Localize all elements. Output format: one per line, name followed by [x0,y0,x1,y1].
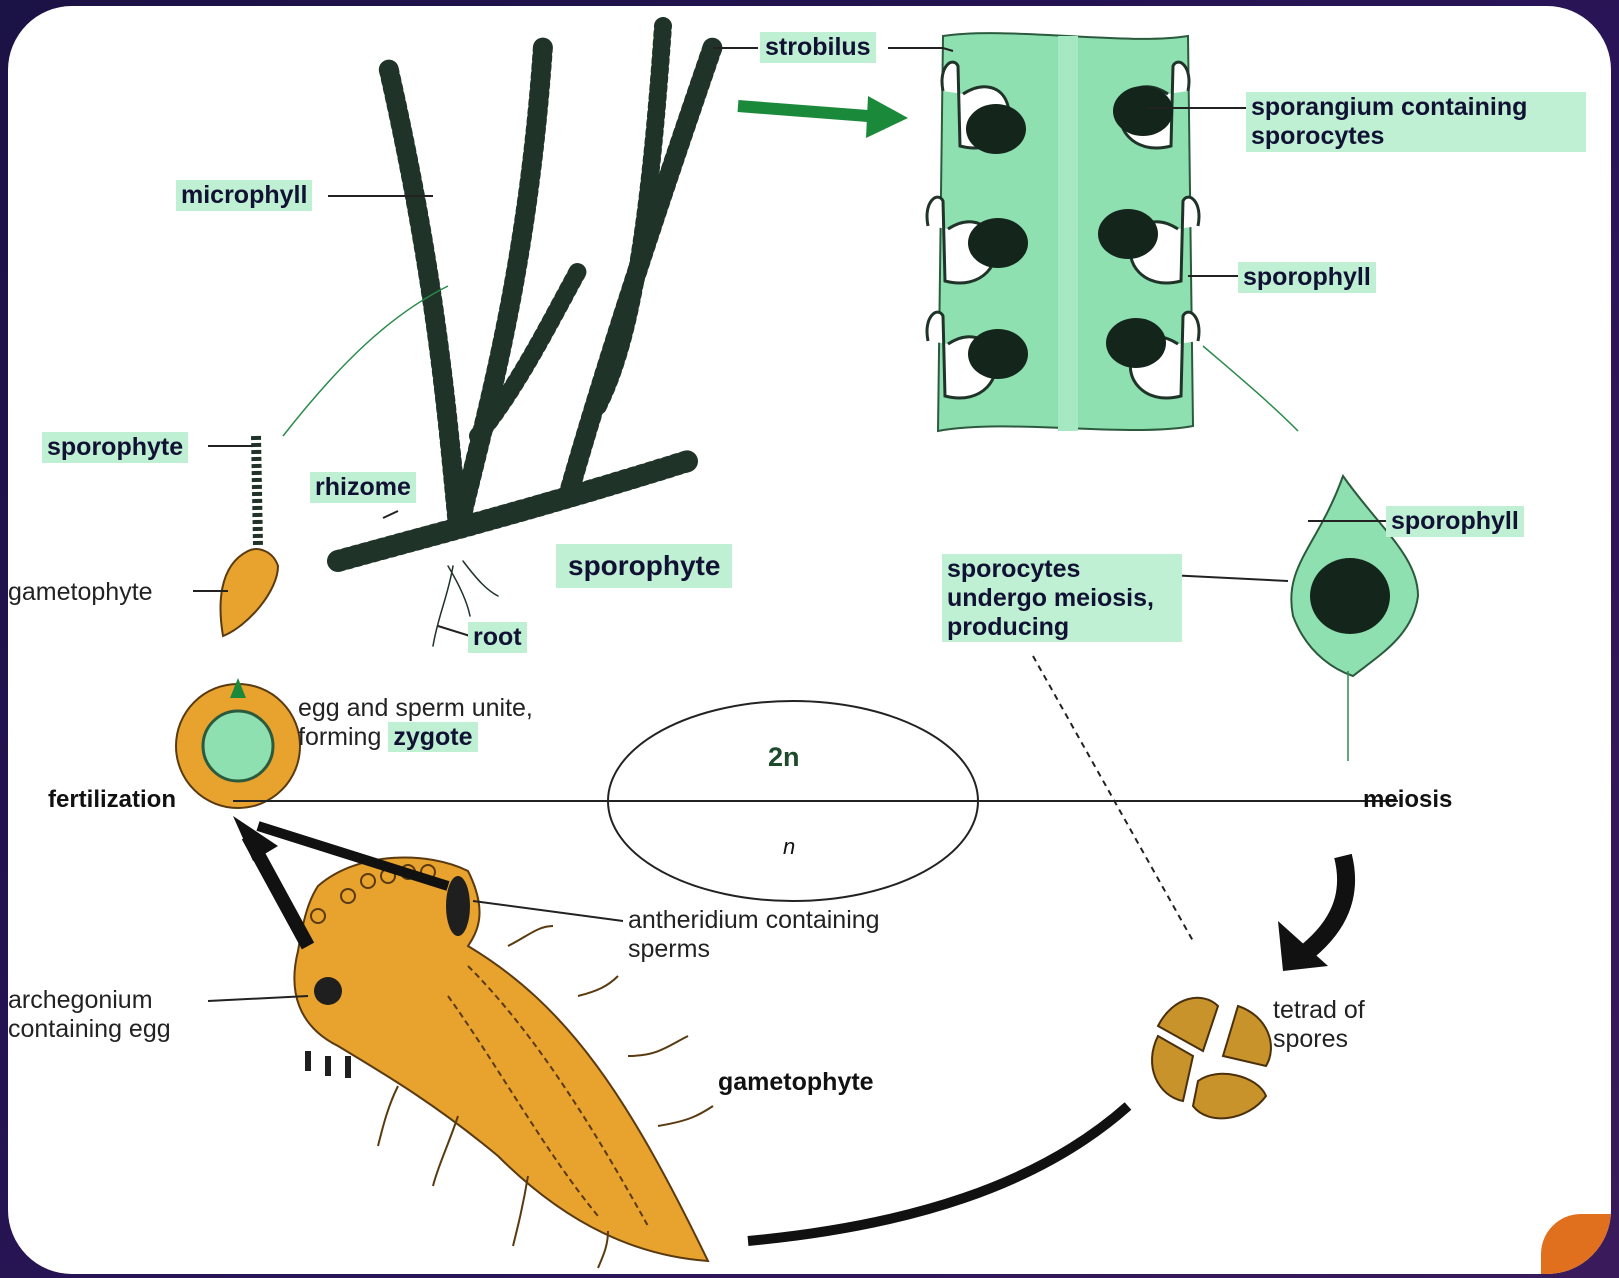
label-meiosis: meiosis [1363,786,1452,814]
label-root: root [468,622,527,653]
diagram-canvas: strobilus sporangium containing sporocyt… [8,6,1611,1274]
label-fertilization: fertilization [48,786,176,814]
label-strobilus: strobilus [760,32,876,63]
label-egg-sperm: egg and sperm unite, forming zygote [298,694,598,752]
label-sporophyll-leaf: sporophyll [1386,506,1524,537]
label-zygote: zygote [388,722,477,752]
label-sporophyll-top: sporophyll [1238,262,1376,293]
label-antheridium: antheridium containing sperms [628,906,898,964]
label-tetrad: tetrad of spores [1273,996,1403,1054]
label-sporocytes: sporocytes undergo meiosis, producing [942,554,1182,642]
young-sporophyte [221,436,278,636]
strobilus-section [927,33,1199,431]
label-sporangium: sporangium containing sporocytes [1246,92,1586,152]
label-archegonium: archegonium containing egg [8,986,218,1044]
label-n: n [783,834,795,859]
label-microphyll: microphyll [176,180,312,211]
label-gametophyte-small: gametophyte [8,578,153,607]
label-2n: 2n [768,742,800,773]
label-rhizome: rhizome [310,472,416,503]
label-gametophyte-large: gametophyte [718,1068,874,1097]
tetrad-figure [1152,998,1271,1119]
label-sporophyte-small: sporophyte [42,432,188,463]
zygote-figure [176,678,300,808]
label-sporophyte-main: sporophyte [556,544,732,588]
